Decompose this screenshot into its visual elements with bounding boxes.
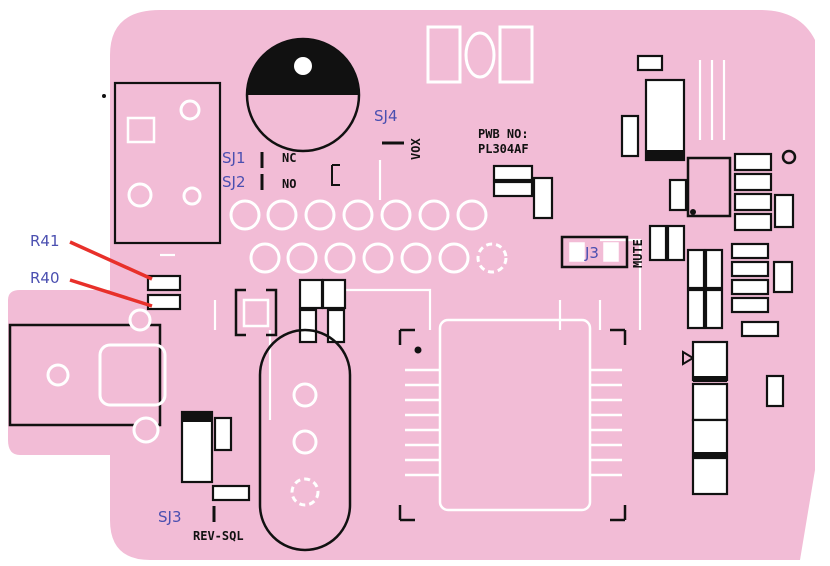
- cap-pad-3: [298, 308, 318, 344]
- j3-label: J3: [584, 244, 599, 262]
- vox-label: VOX: [409, 138, 423, 160]
- connector-hole-3: [182, 186, 202, 206]
- connector-block: [113, 81, 222, 245]
- rev-sql-label: REV-SQL: [193, 529, 244, 543]
- right-ic: [686, 156, 732, 218]
- crystal-hole-3: [290, 477, 320, 507]
- pwb-pad-3: [532, 176, 554, 220]
- ic-pin1-dot: [414, 346, 422, 354]
- mute-pad-2: [666, 224, 686, 262]
- top-component-left: [426, 25, 462, 84]
- j3-pad-left: [569, 242, 585, 262]
- sj3-pad-b: [211, 484, 251, 502]
- traces: [160, 60, 726, 420]
- nc-label: NC: [282, 151, 296, 165]
- tab-hole-3: [132, 416, 160, 444]
- connector-hole: [127, 182, 153, 208]
- right-resistor-bank-2: [686, 242, 794, 338]
- no-label: NO: [282, 177, 296, 191]
- sj3-part-body: [180, 410, 214, 484]
- r41-label: R41: [30, 232, 60, 250]
- hole-row-top: [229, 199, 488, 231]
- sj2-label: SJ2: [222, 173, 246, 191]
- pwb-line2: PL304AF: [478, 142, 529, 156]
- j3-jumper: [560, 235, 629, 269]
- inductor-outline: [234, 288, 278, 337]
- tab-hole: [46, 363, 70, 387]
- sj1-label: SJ1: [222, 149, 246, 167]
- small-part-outline: [331, 164, 340, 186]
- diode-triangle: [682, 350, 695, 366]
- round-component-hole: [294, 57, 312, 75]
- inductor-body: [242, 298, 270, 328]
- r40-label: R40: [30, 269, 60, 287]
- tab-connector: [8, 323, 162, 427]
- right-ic-dot: [690, 209, 696, 215]
- cap-pad-2: [321, 278, 347, 310]
- right-small-part: [765, 374, 785, 408]
- r40-pointer: [69, 278, 153, 308]
- crystal-hole-1: [292, 382, 318, 408]
- r40-resistor: [146, 293, 182, 311]
- tab-pad: [98, 343, 167, 407]
- ic-outline: [398, 328, 627, 522]
- right-resistor-bank-1: [733, 152, 795, 232]
- pwb-line1: PWB NO:: [478, 127, 529, 141]
- right-tantalum-band: [646, 150, 684, 160]
- pwb-pad-2: [492, 180, 534, 198]
- top-component-right: [498, 25, 534, 84]
- right-ring: [781, 149, 797, 165]
- sj3-pad-a: [213, 416, 233, 452]
- sj4-label: SJ4: [374, 107, 398, 125]
- right-small-pad: [620, 114, 640, 158]
- crystal-hole-2: [292, 429, 318, 455]
- sj3-part-cap: [182, 412, 212, 422]
- top-component-center: [464, 31, 496, 79]
- sj3-label: SJ3: [158, 508, 182, 526]
- crystal-outline: [258, 328, 352, 552]
- r41-pointer: [69, 240, 153, 281]
- connector-hole-2: [179, 99, 201, 121]
- j3-pad-right: [603, 242, 619, 262]
- right-pad-a: [668, 178, 688, 212]
- right-cap-top: [636, 54, 664, 72]
- hole-row-bottom: [249, 242, 508, 274]
- tab-hole-2: [128, 308, 152, 332]
- cap-pad-1: [298, 278, 324, 310]
- pwb-pad-1: [492, 164, 534, 182]
- mute-pad-1: [648, 224, 668, 262]
- mute-label: MUTE: [631, 239, 645, 268]
- r41-resistor: [146, 274, 182, 292]
- right-tantalum: [644, 78, 686, 162]
- right-large-pads: [691, 340, 729, 496]
- connector-pad: [126, 116, 156, 144]
- ic-pads: [405, 368, 622, 477]
- fiducial-dot: [102, 94, 106, 98]
